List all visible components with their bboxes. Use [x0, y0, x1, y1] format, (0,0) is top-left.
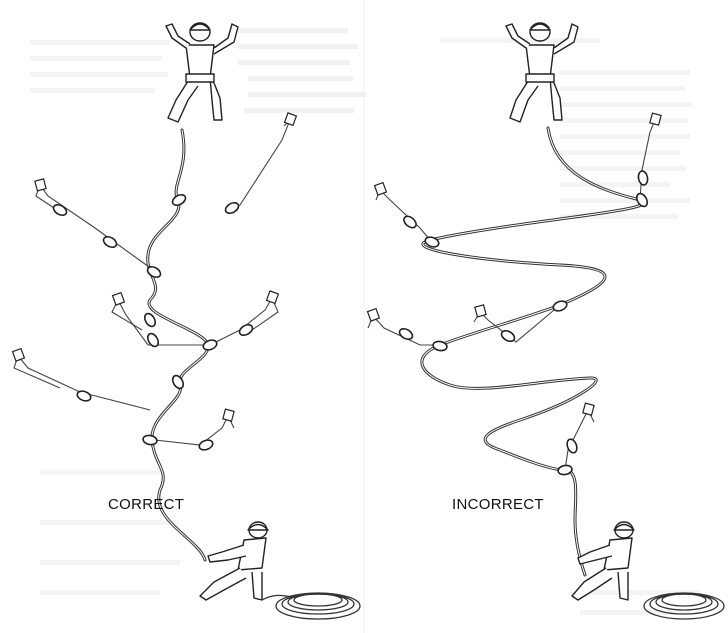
anchor-piece [649, 112, 662, 126]
anchor-piece [111, 291, 126, 306]
carabiner [202, 339, 218, 351]
carabiner [557, 464, 573, 476]
carabiner [566, 438, 578, 454]
carabiner [52, 203, 68, 217]
anchor-piece [222, 408, 235, 422]
carabiner [432, 340, 448, 352]
correct-panel: CORRECT [11, 22, 361, 620]
belayer [199, 521, 269, 601]
leader-climber [165, 22, 239, 123]
rope-coil [643, 592, 725, 620]
belayer [571, 521, 635, 601]
carabiner [635, 192, 649, 208]
protection-anchors [366, 112, 662, 416]
protection-anchors [11, 112, 298, 422]
anchor-piece [265, 290, 280, 305]
carabiner [552, 300, 568, 312]
carabiners [398, 170, 649, 476]
carabiner [424, 236, 440, 248]
anchor-piece [582, 402, 595, 416]
carabiner [238, 323, 254, 337]
anchor-piece [283, 112, 298, 127]
carabiner [500, 329, 516, 343]
carabiner [637, 170, 649, 186]
carabiners [52, 193, 254, 451]
carabiner [198, 439, 214, 451]
rope-coil [261, 592, 361, 620]
carabiner [142, 434, 158, 446]
carabiner [403, 215, 417, 229]
carabiner [224, 201, 240, 215]
carabiner [398, 327, 414, 341]
anchor-piece [11, 347, 26, 362]
carabiner [171, 374, 185, 390]
carabiner [102, 235, 118, 249]
carabiner [171, 193, 187, 207]
carabiner [146, 332, 160, 348]
anchor-piece [34, 178, 47, 192]
carabiner [146, 265, 162, 279]
correct-label: CORRECT [108, 496, 184, 513]
leader-climber [505, 22, 579, 123]
carabiner [76, 390, 92, 402]
anchor-piece [366, 307, 381, 322]
incorrect-label: INCORRECT [452, 496, 544, 513]
incorrect-panel: INCORRECT [366, 22, 725, 620]
carabiner [143, 312, 157, 328]
anchor-piece [373, 181, 388, 196]
rope [420, 126, 646, 577]
anchor-piece [474, 304, 487, 318]
